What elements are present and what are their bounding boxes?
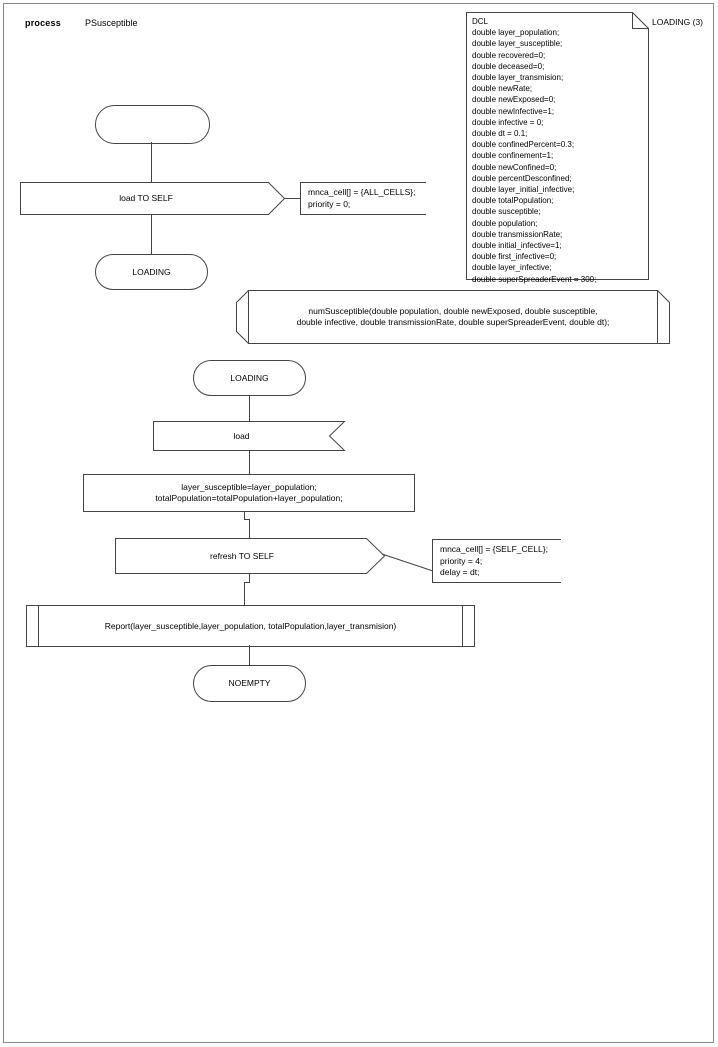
task-assignment-label: layer_susceptible=layer_population; tota… xyxy=(155,482,343,503)
state-noempty-label: NOEMPTY xyxy=(228,678,271,688)
procedure-call-report[interactable]: Report(layer_susceptible,layer_populatio… xyxy=(26,605,475,647)
dcl-note-shape xyxy=(466,12,649,280)
state-loading-1-label: LOADING xyxy=(132,266,171,277)
state-noempty[interactable]: NOEMPTY xyxy=(193,665,306,702)
process-name: PSusceptible xyxy=(85,18,138,28)
state-loading-2[interactable]: LOADING xyxy=(193,360,306,396)
output-refresh-symbol[interactable]: refresh TO SELF xyxy=(115,538,386,574)
connector-load-to-loading xyxy=(151,215,152,255)
task-assignment-symbol[interactable]: layer_susceptible=layer_population; tota… xyxy=(83,474,415,512)
comment-connector-load xyxy=(284,198,302,199)
dcl-state-tag: LOADING (3) xyxy=(652,17,704,27)
input-shape xyxy=(153,421,346,451)
process-keyword: process xyxy=(25,18,61,28)
connector-input-to-task xyxy=(249,451,250,475)
connector-refresh-to-report xyxy=(244,574,250,606)
state-loading-1[interactable]: LOADING xyxy=(95,254,208,290)
state-loading-2-label: LOADING xyxy=(230,372,269,383)
dcl-declaration-note: DCL double layer_population; double laye… xyxy=(466,12,649,284)
dcl-text: DCL double layer_population; double laye… xyxy=(472,17,597,284)
comment-load: mnca_cell[] = {ALL_CELLS}; priority = 0; xyxy=(300,182,426,215)
connector-task-to-refresh xyxy=(244,512,250,539)
comment-refresh: mnca_cell[] = {SELF_CELL}; priority = 4;… xyxy=(432,539,561,583)
input-load-symbol[interactable]: load xyxy=(153,421,346,451)
connector-report-to-noempty xyxy=(249,645,250,666)
output-refresh-shape xyxy=(115,538,386,574)
procedure-call-report-label: Report(layer_susceptible,layer_populatio… xyxy=(104,620,397,631)
output-shape xyxy=(20,182,286,215)
start-state-symbol[interactable] xyxy=(95,105,210,144)
output-load-symbol[interactable]: load TO SELF xyxy=(20,182,286,215)
connector-loading2-to-input xyxy=(249,396,250,422)
page-frame xyxy=(3,3,714,1043)
procedure-declaration-symbol[interactable]: numSusceptible(double population, double… xyxy=(236,290,670,344)
comment-connector-refresh xyxy=(381,553,434,572)
start-state-label xyxy=(96,106,209,143)
connector-start-to-load xyxy=(151,142,152,183)
procedure-decl-shape xyxy=(236,290,670,344)
procedure-call-bars xyxy=(38,605,463,647)
